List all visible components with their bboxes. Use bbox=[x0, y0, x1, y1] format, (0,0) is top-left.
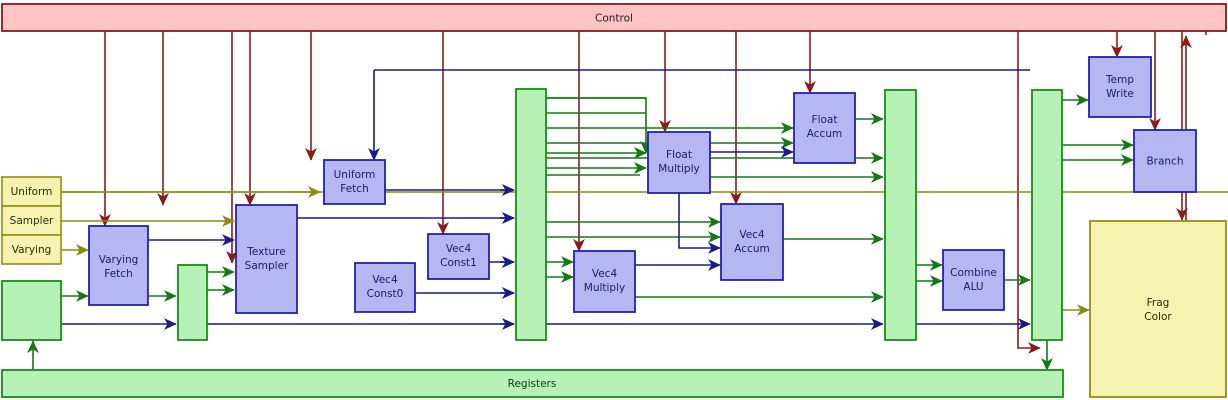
register-port-left[interactable] bbox=[1, 280, 62, 341]
unit-float-accum-label-2: Accum bbox=[807, 128, 842, 140]
input-uniform-label: Uniform bbox=[11, 186, 53, 198]
unit-uniform-fetch[interactable]: Uniform Fetch bbox=[323, 159, 386, 205]
unit-vec4-multiply[interactable]: Vec4 Multiply bbox=[573, 250, 636, 313]
unit-vec4-multiply-label-1: Vec4 bbox=[592, 268, 618, 280]
registers-bar[interactable]: Registers bbox=[1, 369, 1064, 398]
unit-uniform-fetch-label-2: Fetch bbox=[340, 183, 368, 195]
unit-float-multiply-label-2: Multiply bbox=[658, 163, 699, 175]
unit-float-accum[interactable]: Float Accum bbox=[793, 92, 856, 164]
unit-branch[interactable]: Branch bbox=[1133, 129, 1197, 193]
unit-vec4-const1[interactable]: Vec4 Const1 bbox=[427, 233, 490, 280]
unit-frag-color[interactable]: Frag Color bbox=[1089, 220, 1227, 398]
unit-float-multiply-label-1: Float bbox=[666, 149, 692, 161]
unit-vec4-accum-label-1: Vec4 bbox=[739, 229, 765, 241]
unit-temp-write-label-2: Write bbox=[1106, 88, 1134, 100]
unit-vec4-const0-label-2: Const0 bbox=[367, 288, 404, 300]
input-uniform-box[interactable]: Uniform bbox=[1, 176, 62, 207]
unit-varying-fetch-label-1: Varying bbox=[99, 254, 139, 266]
unit-varying-fetch-label-2: Fetch bbox=[104, 268, 132, 280]
control-bar-label: Control bbox=[595, 13, 633, 25]
unit-float-accum-label-1: Float bbox=[812, 114, 838, 126]
unit-vec4-multiply-label-2: Multiply bbox=[584, 282, 625, 294]
operand-bus-inputs bbox=[500, 184, 515, 330]
input-sampler-label: Sampler bbox=[10, 215, 54, 227]
register-port-operand-bus[interactable] bbox=[515, 88, 547, 341]
unit-frag-color-label-1: Frag bbox=[1147, 297, 1170, 309]
unit-vec4-const0-label-1: Vec4 bbox=[372, 274, 398, 286]
unit-branch-label: Branch bbox=[1146, 156, 1183, 168]
unit-uniform-fetch-label-1: Uniform bbox=[334, 169, 376, 181]
unit-temp-write-label-1: Temp bbox=[1105, 74, 1134, 86]
unit-texture-sampler[interactable]: Texture Sampler bbox=[235, 204, 298, 314]
unit-float-multiply[interactable]: Float Multiply bbox=[647, 131, 711, 194]
unit-varying-fetch[interactable]: Varying Fetch bbox=[88, 225, 149, 306]
register-port-writeback-bus[interactable] bbox=[1031, 89, 1063, 341]
input-sampler-box[interactable]: Sampler bbox=[1, 205, 62, 236]
unit-vec4-accum[interactable]: Vec4 Accum bbox=[720, 203, 784, 281]
unit-vec4-const0[interactable]: Vec4 Const0 bbox=[354, 262, 416, 313]
register-port-result-bus[interactable] bbox=[884, 89, 917, 341]
unit-combine-alu-label-2: ALU bbox=[963, 281, 983, 293]
register-port-varying[interactable] bbox=[177, 264, 208, 341]
unit-vec4-const1-label-2: Const1 bbox=[440, 257, 477, 269]
unit-combine-alu[interactable]: Combine ALU bbox=[942, 249, 1005, 311]
unit-temp-write[interactable]: Temp Write bbox=[1088, 56, 1152, 118]
control-bar[interactable]: Control bbox=[1, 3, 1227, 32]
unit-vec4-accum-label-2: Accum bbox=[734, 243, 769, 255]
registers-bar-label: Registers bbox=[508, 378, 557, 390]
float-multiply-inputs bbox=[546, 147, 647, 174]
unit-combine-alu-label-1: Combine bbox=[950, 267, 997, 279]
unit-vec4-const1-label-1: Vec4 bbox=[446, 243, 472, 255]
input-varying-box[interactable]: Varying bbox=[1, 234, 62, 265]
unit-frag-color-label-2: Color bbox=[1144, 311, 1172, 323]
unit-texture-sampler-label-1: Texture bbox=[246, 246, 285, 258]
input-varying-label: Varying bbox=[12, 244, 52, 256]
unit-texture-sampler-label-2: Sampler bbox=[245, 260, 289, 272]
